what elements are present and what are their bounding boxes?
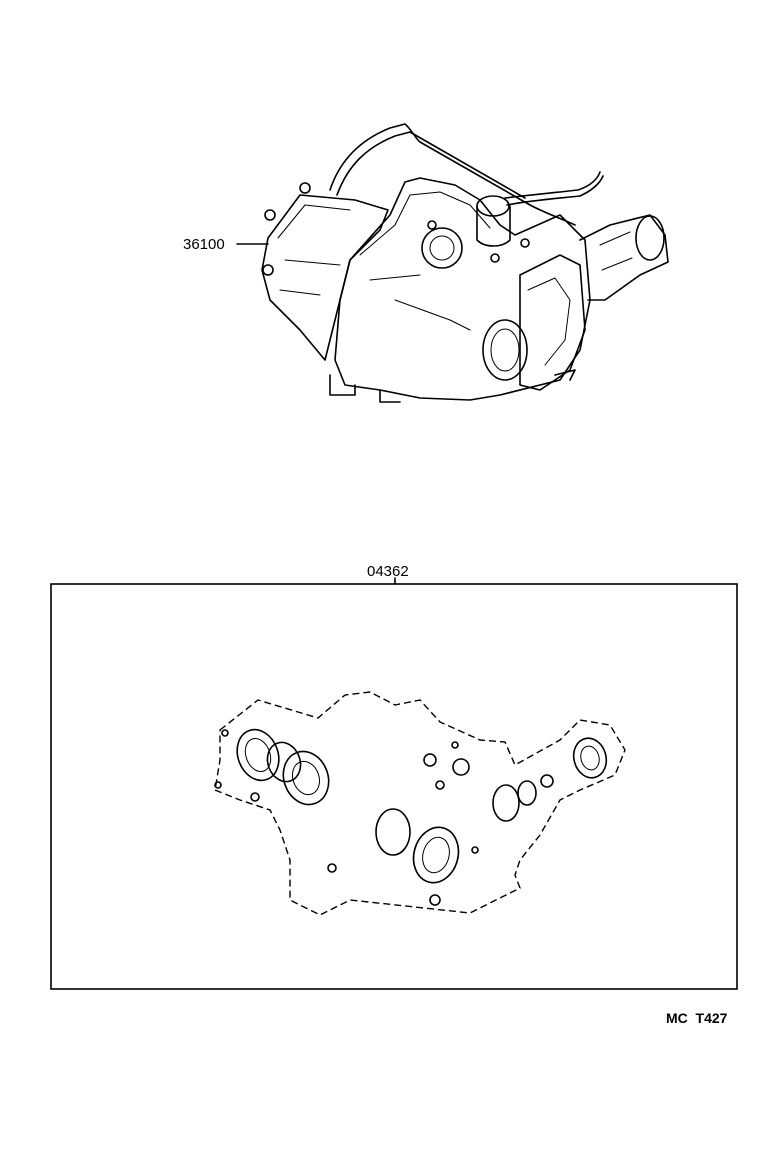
gasket-kit-frame xyxy=(50,583,738,990)
transaxle-assembly-drawing xyxy=(261,123,669,403)
transaxle-part-number: 36100 xyxy=(183,236,225,253)
gasket-kit-part-number: 04362 xyxy=(367,563,409,580)
diagram-code: MC T427 xyxy=(666,1010,728,1026)
gasket-kit-drawing xyxy=(214,691,626,916)
